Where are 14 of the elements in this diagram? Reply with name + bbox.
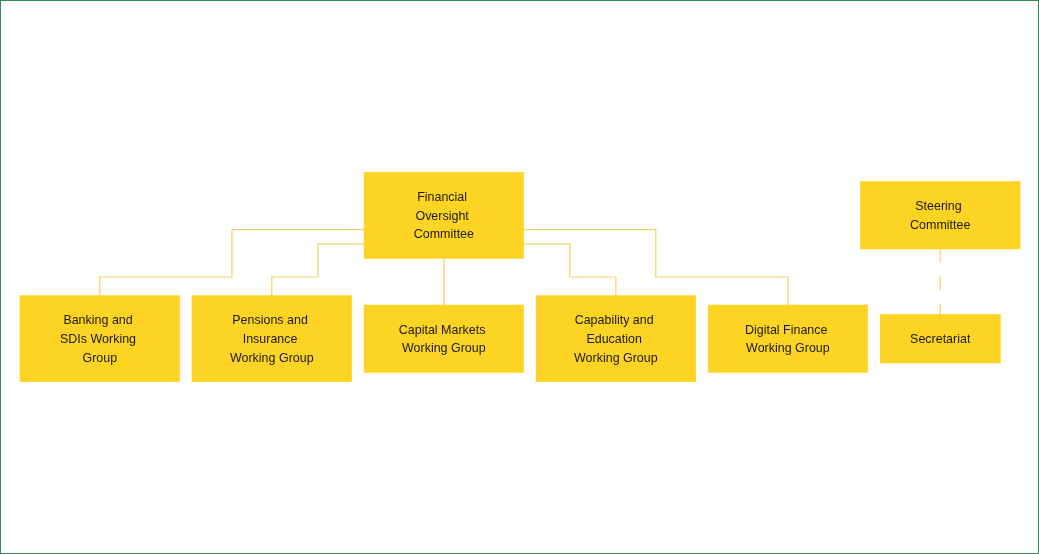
connector [270,243,365,297]
connector [442,257,444,306]
connector [98,228,365,297]
connector [939,248,941,316]
node-box: Pensions and Insurance Working Group [191,295,352,383]
node-box: Financial Oversight Committee [363,171,524,259]
node-box: Capital Markets Working Group [363,304,524,373]
node-box: Secretariat [879,314,1001,364]
connector [522,228,789,306]
connector [522,243,616,297]
node-box: Banking and SDIs Working Group [19,295,180,383]
node-box: Capability and Education Working Group [535,295,696,383]
node-box: Steering Committee [859,181,1020,250]
node-box: Digital Finance Working Group [707,304,868,373]
